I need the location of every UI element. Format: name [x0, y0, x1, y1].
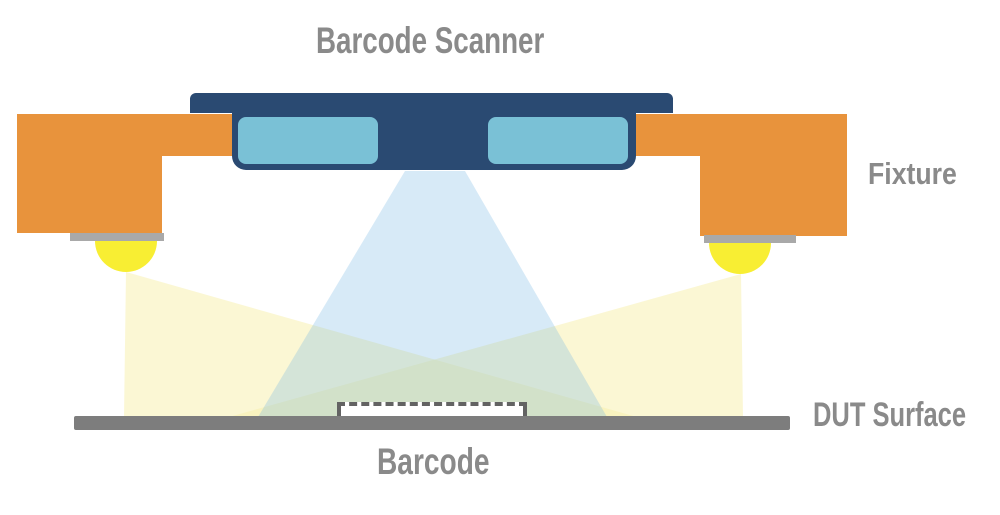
fixture-right-arm [636, 114, 700, 156]
dut-surface-bar [74, 416, 790, 430]
barcode-label: Barcode [377, 441, 490, 482]
scanner-window-right [488, 117, 628, 164]
scanner-window-left [238, 117, 378, 164]
barcode-region [337, 402, 527, 418]
scanner-body [232, 113, 636, 170]
led-pad-right [704, 235, 796, 243]
fixture-label: Fixture [868, 156, 957, 191]
led-pad-left [70, 233, 164, 241]
scanner-top-bar [190, 93, 673, 113]
fixture-right-block [700, 114, 847, 236]
fixture-left-arm [162, 114, 234, 156]
fixture-left-block [17, 114, 162, 233]
diagram-title: Barcode Scanner [316, 20, 545, 61]
light-beam-right [229, 274, 743, 417]
scan-cone [258, 171, 607, 417]
dut-surface-label: DUT Surface [813, 396, 967, 434]
